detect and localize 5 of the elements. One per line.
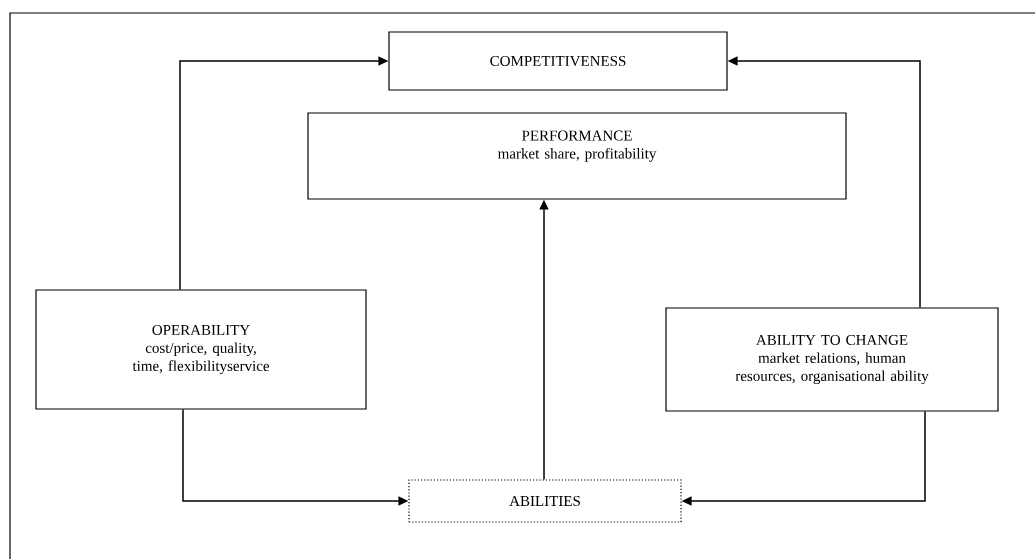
box: ABILITY TO CHANGE market relations, human resources, organisational ability [665,307,999,412]
box: PERFORMANCE market share, profitability [307,112,847,200]
ability-box: ABILITIES [408,479,682,523]
box: OPERABILITY cost/price, quality, time, flexibilityservice [35,289,367,410]
box: COMPETITIVENESS [388,31,728,91]
